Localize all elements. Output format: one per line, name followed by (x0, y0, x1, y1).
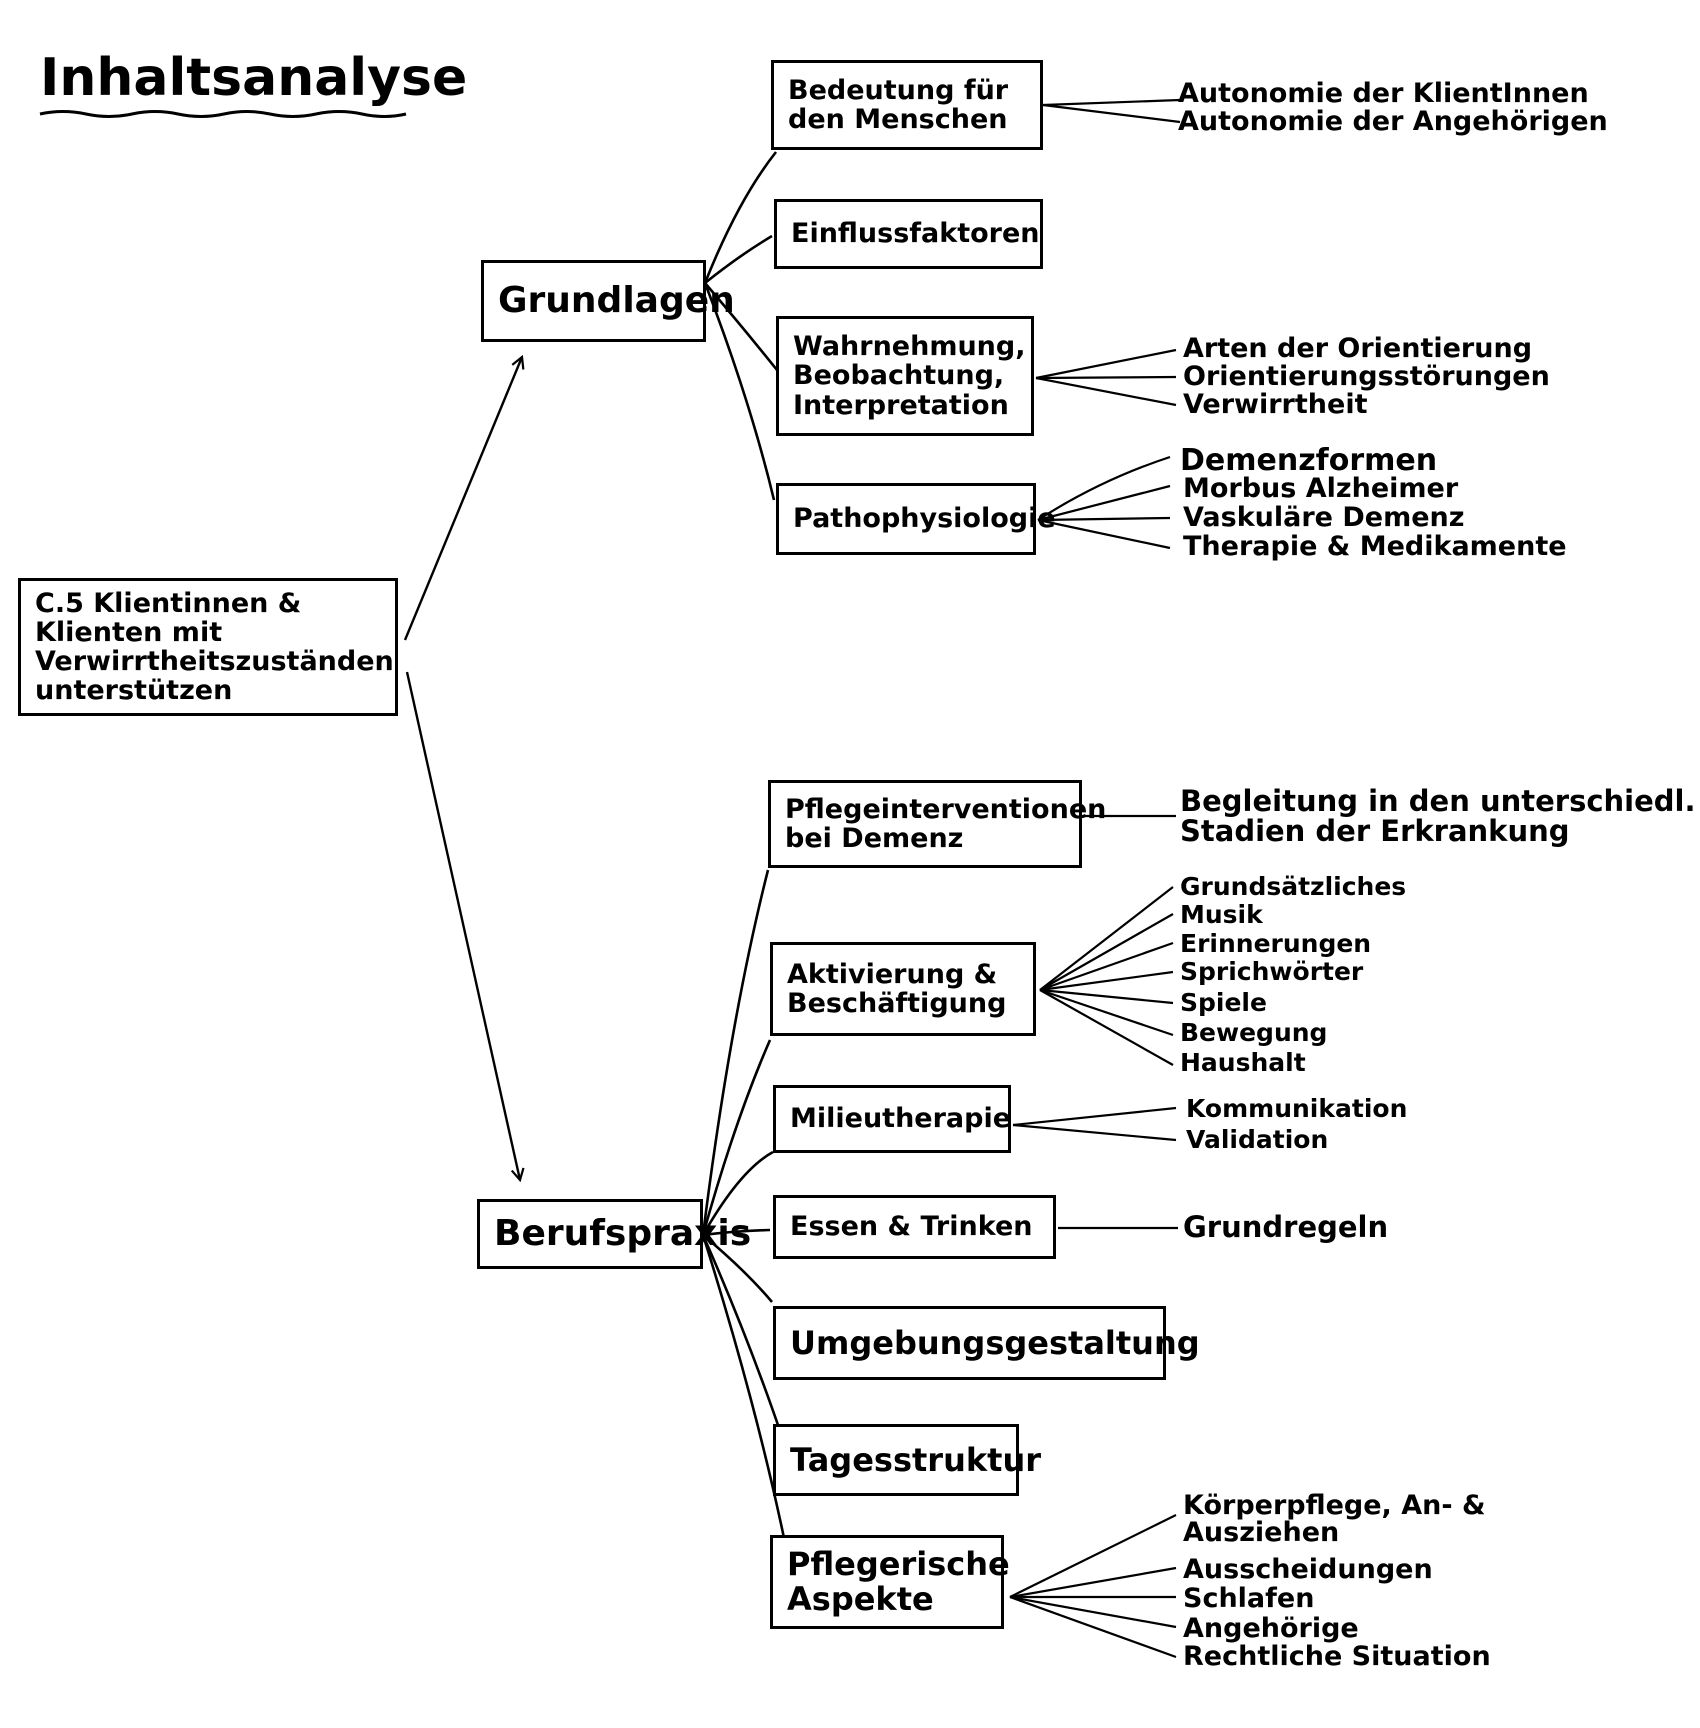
detail-item: Musik (1180, 900, 1263, 929)
link-grundlagen-patho (703, 282, 776, 501)
category-berufspraxis: Berufspraxis (477, 1199, 751, 1269)
root-node: C.5 Klientinnen & Klienten mit Verwirrth… (18, 578, 398, 716)
topic-umgebungsgestaltung: Umgebungsgestaltung (773, 1306, 1200, 1380)
detail-item: Spiele (1180, 988, 1267, 1017)
detail-item: Orientierungsstörungen (1183, 361, 1550, 392)
detail-item: Kommunikation (1186, 1094, 1408, 1123)
link-grundlagen-wahrnehmung (704, 282, 779, 371)
link-beruf-milieu (701, 1150, 774, 1236)
topic-tagesstruktur: Tagesstruktur (773, 1424, 1041, 1496)
topic-pflegerische-aspekte: Pflegerische Aspekte (770, 1535, 1010, 1629)
detail-item: Haushalt (1180, 1048, 1306, 1077)
arrow-root-berufspraxis (405, 671, 520, 1180)
topic-pflegerische-aspekte-label: Pflegerische Aspekte (787, 1545, 1010, 1618)
link-grundlagen-bedeutung (703, 151, 778, 284)
detail-item: Therapie & Medikamente (1183, 531, 1567, 562)
topic-essen-trinken-label: Essen & Trinken (790, 1211, 1033, 1243)
title-underline (39, 110, 407, 118)
category-grundlagen: Grundlagen (481, 260, 735, 342)
detail-item: Rechtliche Situation (1183, 1641, 1491, 1672)
topic-bedeutung: Bedeutung für den Menschen (771, 60, 1043, 150)
arrow-root-grundlagen (403, 357, 522, 641)
link-beruf-umgebung (702, 1234, 773, 1303)
category-grundlagen-label: Grundlagen (498, 279, 735, 321)
topic-aktivierung: Aktivierung & Beschäftigung (770, 942, 1036, 1036)
detail-item: Grundregeln (1183, 1210, 1389, 1244)
detail-item: Angehörige (1183, 1613, 1359, 1644)
link-beruf-pflegeinterventionen (701, 869, 770, 1236)
detail-item: Arten der Orientierung (1183, 333, 1533, 364)
topic-umgebungsgestaltung-label: Umgebungsgestaltung (790, 1323, 1200, 1362)
detail-item: Bewegung (1180, 1018, 1328, 1047)
link-grundlagen-einfluss (704, 234, 773, 285)
topic-bedeutung-label: Bedeutung für den Menschen (788, 74, 1009, 135)
topic-wahrnehmung: Wahrnehmung, Beobachtung, Interpretation (776, 316, 1034, 436)
detail-item: Körperpflege, An- & Ausziehen (1183, 1490, 1486, 1548)
topic-tagesstruktur-label: Tagesstruktur (790, 1440, 1041, 1479)
detail-item: Sprichwörter (1180, 957, 1364, 986)
detail-item: Erinnerungen (1180, 929, 1372, 958)
detail-item: Grundsätzliches (1180, 872, 1407, 901)
link-beruf-tages (701, 1234, 780, 1426)
detail-item: Ausscheidungen (1183, 1554, 1433, 1585)
detail-item: Autonomie der Angehörigen (1178, 106, 1608, 137)
topic-einflussfaktoren-label: Einflussfaktoren (791, 218, 1040, 250)
topic-pflegeinterventionen: Pflegeinterventionen bei Demenz (768, 780, 1106, 868)
topic-milieutherapie: Milieutherapie (773, 1085, 1011, 1153)
category-berufspraxis-label: Berufspraxis (494, 1212, 752, 1254)
detail-item: Morbus Alzheimer (1183, 473, 1459, 504)
detail-item: Verwirrtheit (1183, 389, 1368, 420)
link-beruf-essen (702, 1228, 771, 1237)
detail-item: Demenzformen (1180, 443, 1438, 478)
topic-pathophysiologie: Pathophysiologie (776, 483, 1056, 555)
topic-pathophysiologie-label: Pathophysiologie (793, 503, 1056, 535)
topic-milieutherapie-label: Milieutherapie (790, 1103, 1012, 1135)
detail-item: Begleitung in den unterschiedl. Stadien … (1180, 784, 1696, 849)
link-beruf-pflegerische (701, 1234, 786, 1539)
detail-item: Schlafen (1183, 1583, 1315, 1614)
topic-einflussfaktoren: Einflussfaktoren (774, 199, 1043, 269)
topic-aktivierung-label: Aktivierung & Beschäftigung (787, 958, 1007, 1019)
link-beruf-aktivierung (701, 1039, 772, 1236)
topic-wahrnehmung-label: Wahrnehmung, Beobachtung, Interpretation (793, 331, 1026, 421)
detail-item: Autonomie der KlientInnen (1178, 78, 1589, 109)
topic-pflegeinterventionen-label: Pflegeinterventionen bei Demenz (785, 793, 1107, 854)
detail-item: Validation (1186, 1125, 1329, 1154)
root-label: C.5 Klientinnen & Klienten mit Verwirrth… (35, 587, 394, 707)
topic-essen-trinken: Essen & Trinken (773, 1195, 1056, 1259)
detail-item: Vaskuläre Demenz (1183, 502, 1465, 533)
page-title: Inhaltsanalyse (40, 48, 468, 108)
